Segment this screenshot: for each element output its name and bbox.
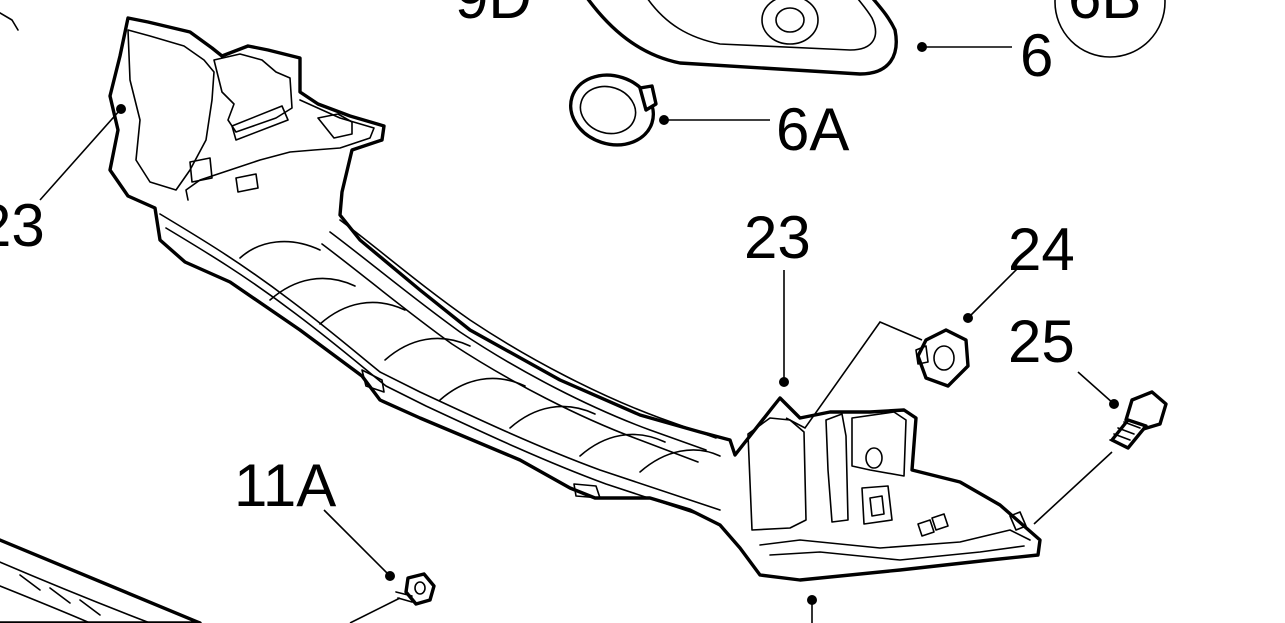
push-clip bbox=[395, 572, 436, 606]
fog-lamp-ring bbox=[568, 73, 658, 147]
callout-23-center: 23 bbox=[744, 204, 811, 271]
leader-lines bbox=[39, 46, 1115, 623]
clip-nut bbox=[915, 328, 970, 388]
callout-labels: 9D 6B 6 6A 23 23 24 25 11A bbox=[0, 0, 1141, 519]
callout-6a: 6A bbox=[776, 96, 849, 163]
callout-11a: 11A bbox=[234, 452, 336, 519]
grille-fragment bbox=[0, 538, 202, 623]
callout-6b: 6B bbox=[1068, 0, 1141, 31]
part-fragment bbox=[0, 12, 19, 31]
callout-bubble bbox=[1054, 0, 1166, 58]
callout-24: 24 bbox=[1008, 216, 1075, 283]
lower-deflector-panel bbox=[108, 16, 1042, 582]
callout-23-left: 23 bbox=[0, 192, 45, 259]
callout-25: 25 bbox=[1008, 308, 1075, 375]
bolt bbox=[1109, 390, 1168, 450]
callout-6: 6 bbox=[1020, 22, 1053, 89]
callout-9d: 9D bbox=[455, 0, 532, 31]
leader-dots bbox=[116, 42, 1119, 605]
fog-lamp-bezel bbox=[586, 0, 898, 76]
